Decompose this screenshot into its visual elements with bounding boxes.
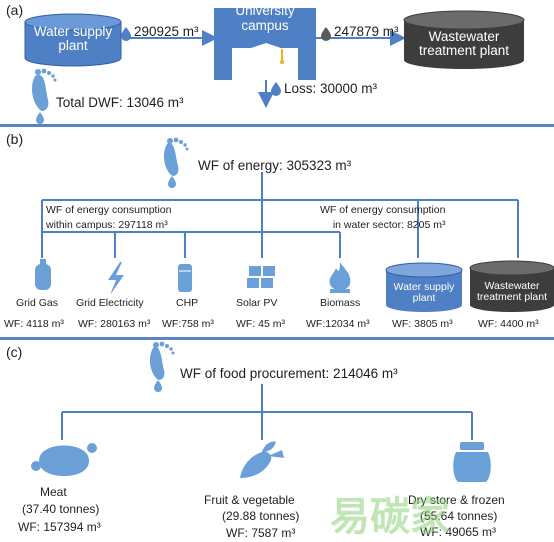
flow-in-value: 290925 m³ — [134, 24, 199, 39]
water-supply-wf: WF: 3805 m³ — [392, 318, 453, 330]
biomass-wf: WF:12034 m³ — [306, 318, 370, 330]
watermark: 易碳家 — [330, 494, 450, 540]
solar-panel-icon — [247, 266, 275, 288]
footprint-icon — [163, 137, 189, 188]
wastewater-wf: WF: 4400 m³ — [478, 318, 539, 330]
water-sector-label: WF of energy consumption in water sector… — [320, 204, 446, 231]
lightning-icon — [108, 262, 124, 295]
panel-label-a: (a) — [6, 2, 24, 18]
total-dwf: Total DWF: 13046 m³ — [56, 95, 184, 110]
water-supply-label-a: Water supply plant — [33, 24, 113, 54]
droplet-icon-dark — [321, 27, 331, 41]
loss-value: Loss: 30000 m³ — [284, 81, 378, 96]
separator-ab — [0, 124, 554, 127]
within-campus-label: WF of energy consumption within campus: … — [46, 204, 172, 231]
grid-electricity-wf: WF: 280163 m³ — [78, 318, 151, 330]
food-tree-lines — [61, 384, 473, 440]
chp-label: CHP — [176, 297, 199, 309]
wastewater-label-a: Wastewater treatment plant — [418, 29, 510, 59]
meat-tonnes: (37.40 tonnes) — [22, 502, 100, 516]
gas-cylinder-icon — [35, 259, 51, 290]
water-supply-cylinder-a — [24, 13, 122, 67]
grid-electricity-label: Grid Electricity — [76, 297, 144, 309]
flow-out-value: 247879 m³ — [334, 24, 399, 39]
fruit-wf: WF: 7587 m³ — [226, 526, 296, 540]
chp-wf: WF:758 m³ — [162, 318, 214, 330]
flame-icon — [329, 262, 351, 293]
fruit-tonnes: (29.88 tonnes) — [222, 509, 300, 523]
university-campus-building — [214, 8, 316, 80]
jar-icon — [453, 442, 491, 482]
wastewater-cylinder-a — [403, 10, 525, 69]
loss-droplet-icon — [271, 82, 281, 96]
water-supply-cylinder-b — [385, 262, 463, 312]
meat-icon — [31, 443, 97, 476]
wf-energy-title: WF of energy: 305323 m³ — [198, 158, 352, 173]
energy-tree-lines — [41, 172, 519, 258]
droplet-icon — [121, 27, 131, 41]
solar-pv-label: Solar PV — [236, 297, 278, 309]
solar-pv-wf: WF: 45 m³ — [236, 318, 285, 330]
wastewater-label-b: Wastewater treatment plant — [476, 280, 548, 304]
footprint-icon — [149, 341, 175, 392]
footprint-icon — [32, 68, 57, 124]
dry-label: Dry store & frozen — [408, 493, 505, 507]
meat-label: Meat — [40, 485, 67, 499]
water-supply-label-b: Water supply plant — [393, 281, 455, 305]
wf-food-title: WF of food procurement: 214046 m³ — [180, 366, 398, 381]
panel-label-c: (c) — [6, 344, 23, 360]
fruit-label: Fruit & vegetable — [204, 493, 295, 507]
meat-wf: WF: 157394 m³ — [18, 520, 101, 534]
vegetable-icon — [240, 441, 284, 478]
campus-label: University campus — [235, 3, 295, 33]
chp-tank-icon — [178, 264, 192, 292]
wastewater-cylinder-b — [469, 260, 554, 312]
panel-label-b: (b) — [6, 131, 24, 147]
biomass-label: Biomass — [320, 297, 361, 309]
separator-bc — [0, 337, 554, 340]
dry-wf: WF: 49065 m³ — [420, 525, 497, 539]
grid-gas-wf: WF: 4118 m³ — [4, 318, 64, 330]
dry-tonnes: (55.64 tonnes) — [420, 509, 498, 523]
grid-gas-label: Grid Gas — [16, 297, 59, 309]
